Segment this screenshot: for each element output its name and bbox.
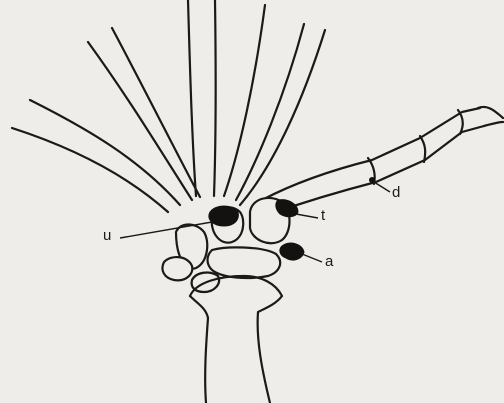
metacarpal-rays [12,0,325,212]
carpal-bones [162,198,304,292]
dark-element-u [209,206,238,226]
label-d: d [392,185,400,200]
digit-joint-2 [420,136,425,162]
label-a: a [325,254,333,269]
metacarpal-2 [88,42,192,200]
digit-lower-edge [270,126,484,214]
label-t: t [321,208,325,223]
digit-tip [478,107,503,126]
forearm-bone-outline [190,276,282,403]
digit-dot-d [370,178,375,183]
dark-element-a [280,243,304,260]
label-u: u [103,228,111,243]
carpal-lower-center [208,247,281,278]
metacarpal-3-inner [214,0,216,196]
leader-t [296,214,318,218]
carpal-lower-left [162,257,192,280]
metacarpal-3 [188,0,196,196]
forearm-bone [190,276,282,403]
forearm-bone-left-edge [190,296,208,403]
metacarpal-4 [224,5,265,196]
digit-upper-edge [262,108,480,200]
leader-a [302,254,322,262]
digit-bones [262,107,503,214]
metacarpal-2-inner [112,28,200,197]
leader-d [374,182,390,192]
